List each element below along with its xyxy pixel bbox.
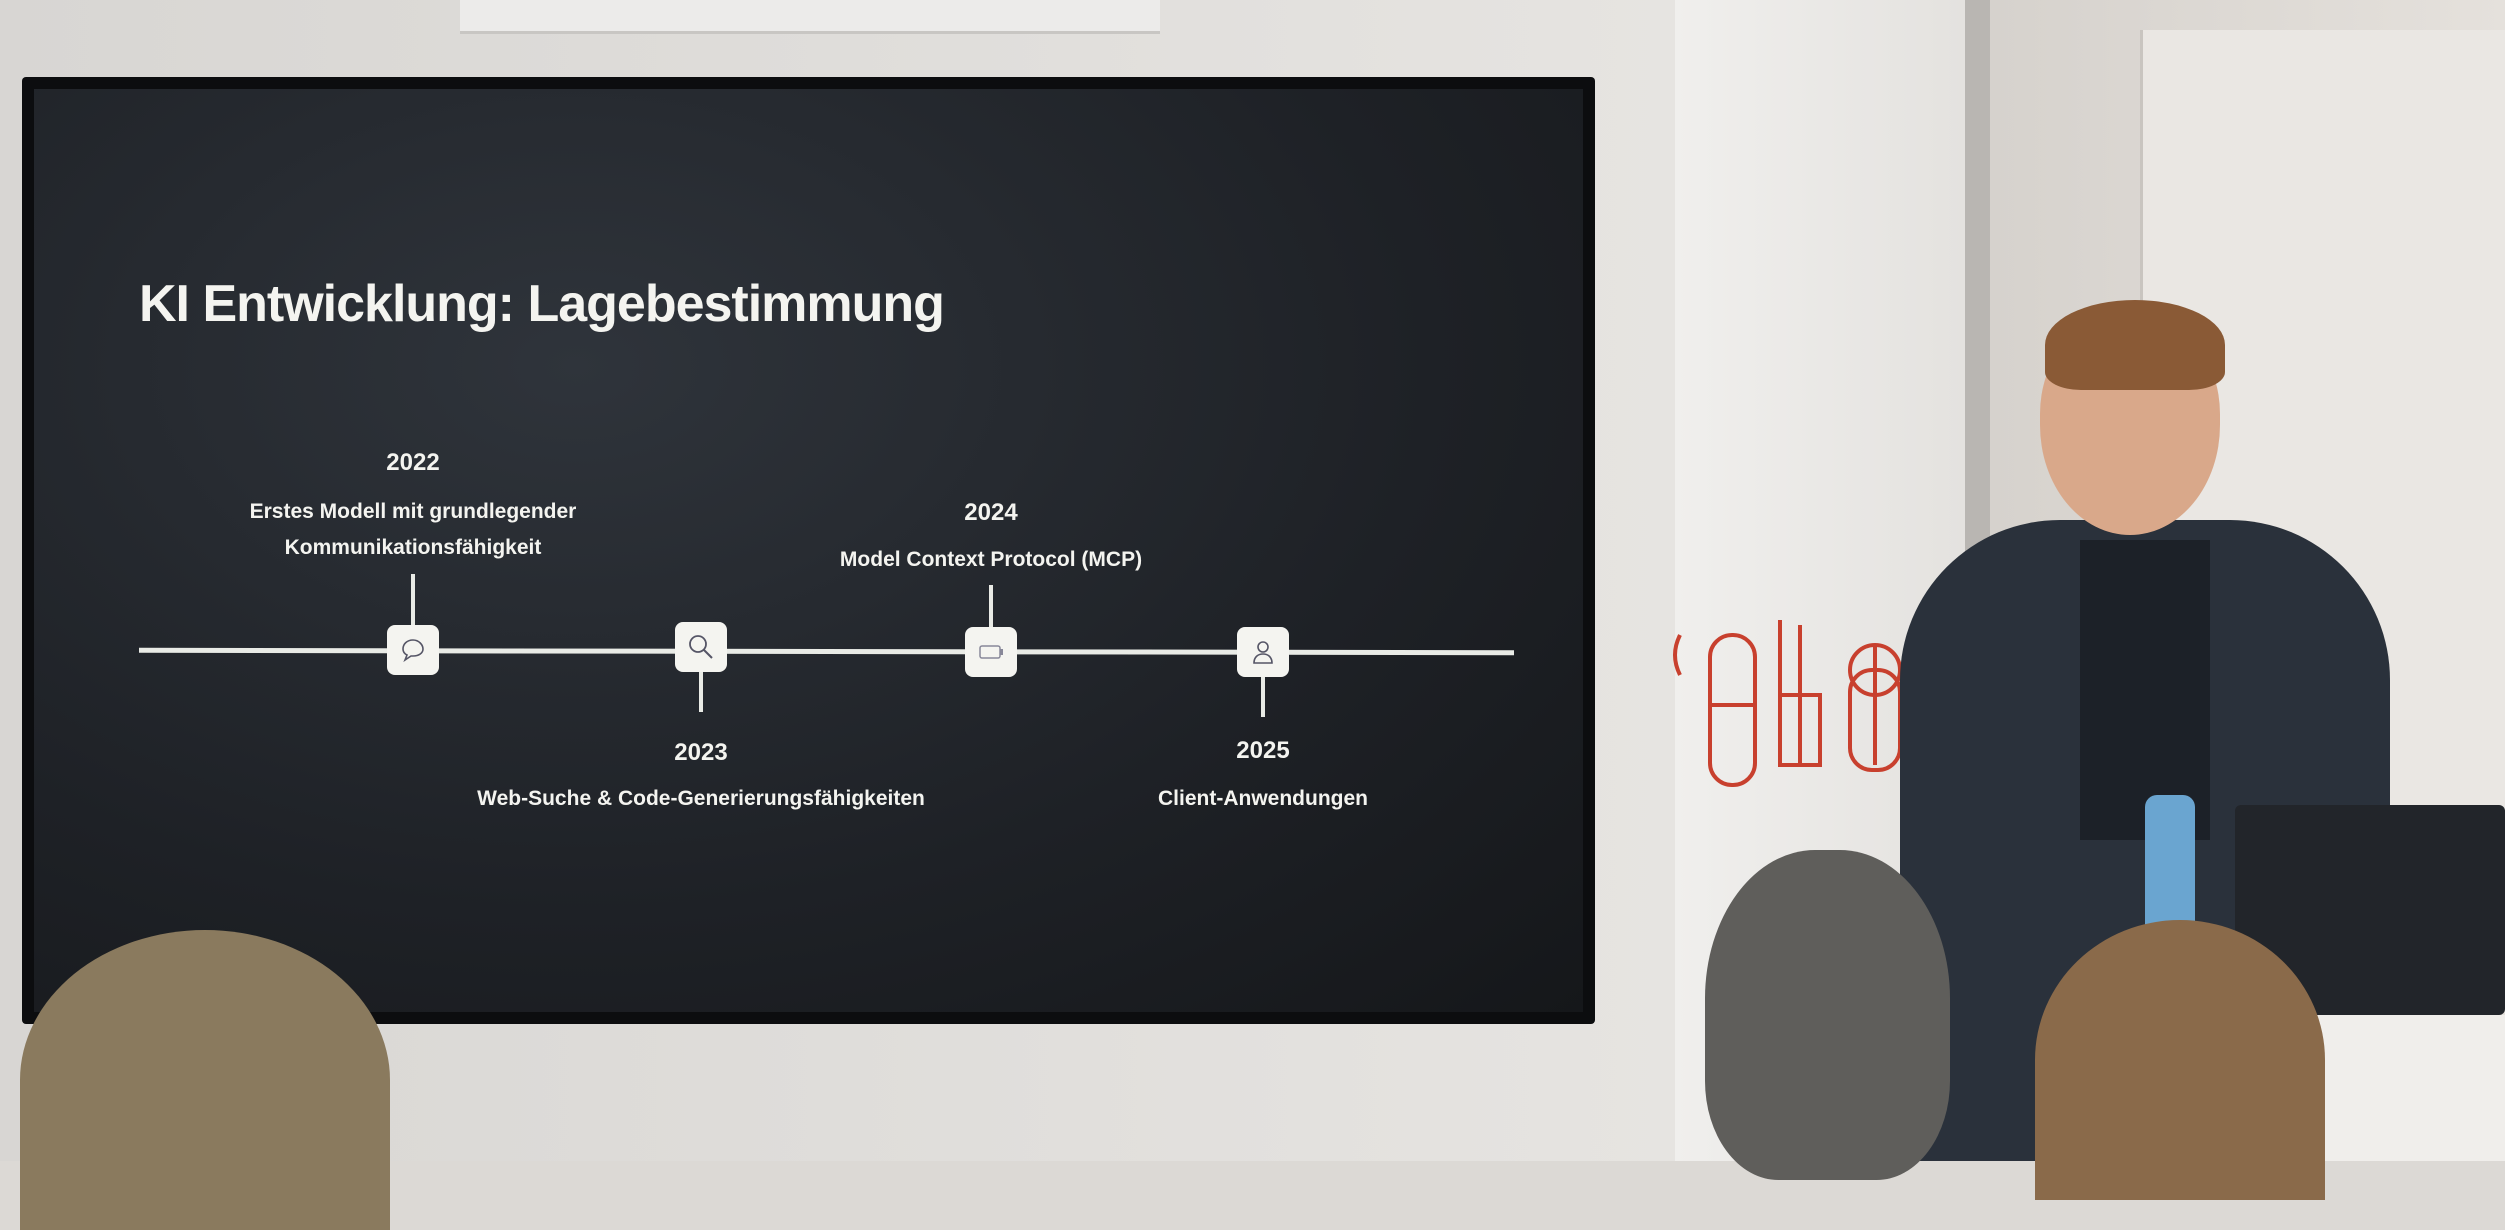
description-line: Erstes Modell mit grundlegender <box>249 500 577 523</box>
milestone-description: Web-Suche & Code-Generierungsfähigkeiten <box>477 787 925 810</box>
presentation-screen: KI Entwicklung: Lagebestimmung 2022 Erst… <box>22 77 1595 1024</box>
description-line: Kommunikationsfähigkeit <box>284 536 542 559</box>
search-icon <box>675 622 727 672</box>
milestone-stem <box>411 574 415 629</box>
user-icon <box>1237 627 1289 677</box>
milestone-description: Erstes Modell mit grundlegender Kommunik… <box>113 494 713 566</box>
milestone-year: 2024 <box>964 499 1018 526</box>
wall-logo <box>1673 620 1902 787</box>
audience-head <box>2035 920 2325 1200</box>
presenter-hair <box>2045 300 2225 390</box>
audience-head <box>1705 850 1950 1180</box>
milestone-year: 2022 <box>386 449 440 476</box>
milestone-stem <box>989 585 993 629</box>
battery-icon <box>965 627 1017 677</box>
presenter-shirt <box>2080 540 2210 840</box>
ceiling-fixture <box>460 0 1160 34</box>
lectern <box>2310 1015 2505 1161</box>
water-bottle <box>2145 795 2195 935</box>
timeline-line <box>138 647 1515 656</box>
milestone-description: Client-Anwendungen <box>1158 787 1368 810</box>
audience-head <box>20 930 390 1230</box>
slide-title: KI Entwicklung: Lagebestimmung <box>139 275 945 333</box>
milestone-stem <box>1261 677 1265 717</box>
chat-bubble-icon <box>387 625 439 675</box>
milestone-year: 2023 <box>674 739 728 766</box>
milestone-description: Model Context Protocol (MCP) <box>839 548 1143 571</box>
milestone-stem <box>699 672 703 712</box>
milestone-year: 2025 <box>1236 737 1290 764</box>
